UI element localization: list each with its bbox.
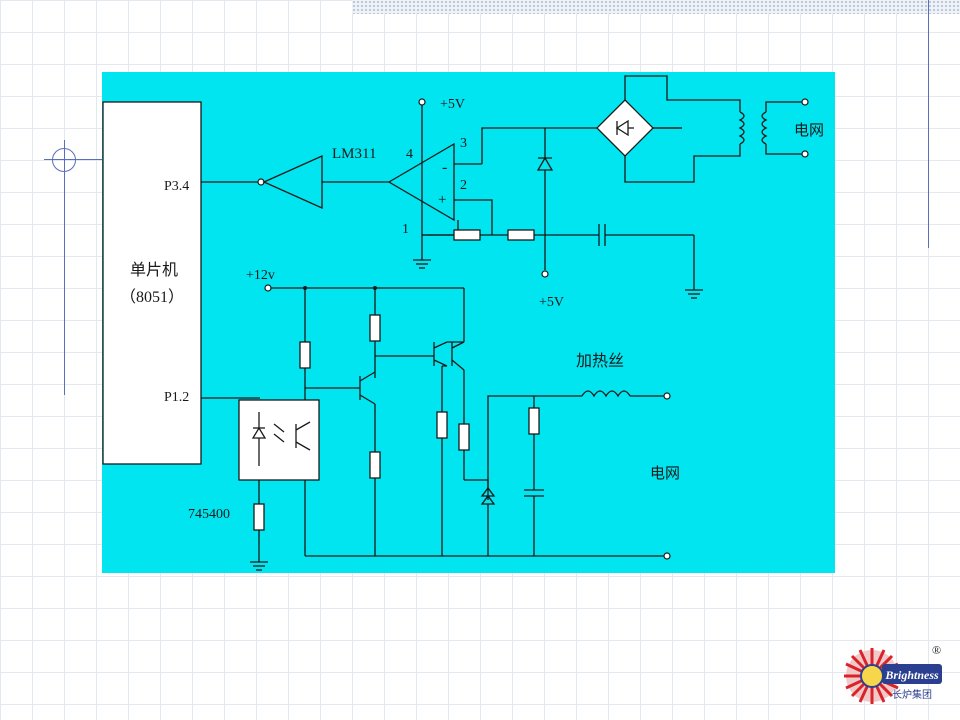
- resistor-r9: [528, 407, 540, 435]
- diode-d1: [536, 156, 554, 171]
- brand-banner: [882, 664, 942, 684]
- decorative-left-line: [64, 140, 65, 395]
- crosshair-icon: [52, 148, 76, 172]
- grid-top-terminal-a: [801, 98, 809, 106]
- resistor-r7: [458, 423, 470, 451]
- transformer-primary-coil: [738, 111, 745, 145]
- grid-bottom-terminal-a: [663, 392, 671, 400]
- wire-bridge-bottom: [624, 144, 741, 183]
- transformer-secondary-coil: [761, 111, 768, 145]
- supply-5v-top-label: +5V: [440, 97, 465, 112]
- circuit-diagram-panel: 单片机 （8051） P3.4 P1.2 LM311 - + 4 3 2 1 +…: [102, 72, 835, 573]
- resistor-r6: [436, 411, 448, 439]
- heater-label: 加热丝: [576, 352, 624, 370]
- comparator-pin3: 3: [460, 136, 467, 151]
- supply-5v-top-terminal: [418, 98, 426, 106]
- grid-bottom-terminal-b: [663, 552, 671, 560]
- registered-mark: ®: [932, 643, 941, 657]
- grid-top-terminal-b: [801, 150, 809, 158]
- optocoupler-label: 745400: [188, 507, 230, 522]
- brightness-logo: Brightness 长炉集团 ®: [844, 643, 942, 704]
- supply-12v-terminal: [264, 284, 272, 292]
- pin-p12-label: P1.2: [164, 390, 189, 405]
- comparator-plus: +: [438, 192, 446, 208]
- comparator-pin4: 4: [406, 147, 413, 162]
- decorative-right-line: [928, 0, 929, 248]
- supply-12v-label: +12v: [246, 268, 275, 283]
- supply-5v-bottom-terminal: [541, 270, 549, 278]
- resistor-r2: [507, 229, 535, 241]
- resistor-r3: [299, 341, 311, 369]
- resistor-r8: [253, 503, 265, 531]
- wire-pin3-output: [481, 127, 682, 164]
- mcu-block: [102, 101, 202, 465]
- comparator-pin2: 2: [460, 178, 467, 193]
- optocoupler-block: [238, 399, 320, 481]
- supply-5v-bottom-label: +5V: [539, 295, 564, 310]
- mcu-model: （8051）: [120, 288, 184, 306]
- decorative-top-band: [352, 0, 960, 14]
- resistor-r4: [369, 314, 381, 342]
- grid-top-label: 电网: [794, 122, 824, 139]
- heater-coil-icon: [581, 390, 631, 398]
- pin-p34-label: P3.4: [164, 179, 189, 194]
- bridge-rectifier: [596, 99, 654, 157]
- grid-bottom-label: 电网: [650, 465, 680, 482]
- company-name: 长炉集团: [892, 688, 932, 701]
- wire-pin2-input: [454, 199, 493, 235]
- mcu-name: 单片机: [130, 261, 178, 279]
- resistor-r5: [369, 451, 381, 479]
- comparator-name: LM311: [332, 146, 376, 162]
- comparator-minus: -: [442, 159, 447, 176]
- brand-name: Brightness: [884, 668, 939, 682]
- wire-bridge-top: [624, 75, 741, 112]
- comparator-pin1: 1: [402, 222, 409, 237]
- buffer-symbol: [262, 154, 323, 210]
- circuit-diagram: 单片机 （8051） P3.4 P1.2 LM311 - + 4 3 2 1 +…: [102, 75, 824, 571]
- wire-triac-top: [487, 395, 582, 500]
- sunburst-icon: [844, 648, 900, 704]
- resistor-r1: [453, 229, 481, 241]
